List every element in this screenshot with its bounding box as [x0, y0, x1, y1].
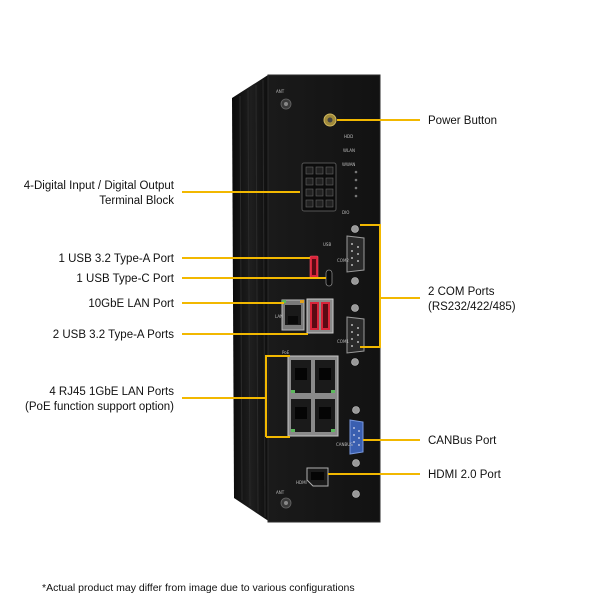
usb32-a-label: 1 USB 3.2 Type-A Port — [59, 253, 175, 265]
callout-com — [360, 224, 381, 348]
dio-mark: DIO — [342, 210, 349, 215]
callout-rj45 — [182, 355, 290, 399]
com-label-line2: (RS232/422/485) — [428, 301, 516, 313]
canbus-mark: CANBUS — [336, 442, 353, 447]
rj45-label-line1: 4 RJ45 1GbE LAN Ports — [49, 386, 174, 398]
chassis-side — [232, 75, 270, 522]
power-button-label: Power Button — [428, 115, 497, 127]
hdmi-port[interactable] — [306, 467, 329, 487]
digital-io-label-line1: 4-Digital Input / Digital Output — [24, 180, 175, 192]
ant-top-mark: ANT — [276, 89, 285, 94]
com-label-line1: 2 COM Ports — [428, 286, 495, 298]
rj45-lan-ports[interactable] — [287, 355, 339, 437]
usb-c-label: 1 USB Type-C Port — [76, 273, 174, 285]
wwan-led-label: WWAN — [342, 162, 355, 167]
com1-port[interactable] — [346, 304, 365, 366]
canbus-label: CANBus Port — [428, 435, 497, 447]
rj45-label-line2: (PoE function support option) — [25, 401, 174, 413]
lan-10g-label: 10GbE LAN Port — [88, 298, 174, 310]
digital-io-terminal-block[interactable] — [301, 162, 337, 212]
hdmi-label: HDMI 2.0 Port — [428, 469, 502, 481]
usb-type-c-port[interactable] — [325, 269, 333, 287]
com2-mark: COM2 — [337, 258, 349, 263]
hdd-led-label: HDD — [344, 134, 353, 139]
digital-io-label-line2: Terminal Block — [99, 195, 174, 207]
status-leds — [354, 170, 358, 198]
canbus-port[interactable] — [349, 406, 364, 467]
com2-port[interactable] — [346, 225, 365, 285]
lan-10gbe-port[interactable] — [281, 299, 305, 331]
usb32-a-dual-label: 2 USB 3.2 Type-A Ports — [53, 329, 174, 341]
com1-mark: COM1 — [337, 339, 349, 344]
hdmi-mark: HDMI — [296, 480, 307, 485]
usb32-type-a-port[interactable] — [309, 255, 319, 279]
usb-mark: USB — [323, 242, 331, 247]
lan-mark: LAN — [275, 314, 283, 319]
callout-lines — [182, 119, 420, 475]
ant-bottom-mark: ANT — [276, 490, 285, 495]
usb32-type-a-dual-ports[interactable] — [306, 298, 334, 334]
antenna-connector-top — [280, 98, 292, 110]
power-button[interactable] — [323, 113, 337, 127]
footnote: *Actual product may differ from image du… — [42, 582, 355, 594]
wlan-led-label: WLAN — [343, 148, 355, 153]
antenna-connector-bottom — [280, 497, 292, 509]
poe-mark: PoE — [282, 350, 290, 355]
